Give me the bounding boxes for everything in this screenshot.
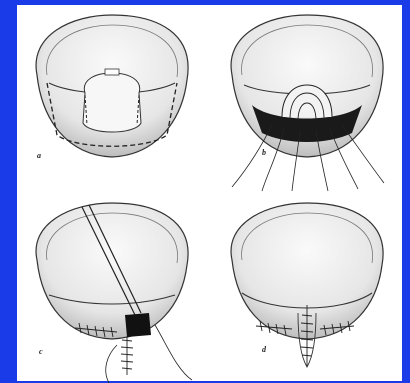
panel-a-label: a: [37, 151, 41, 160]
panel-a-illustration: a: [17, 5, 207, 193]
panel-d-illustration: d: [212, 195, 402, 383]
resected-segment: [83, 73, 141, 132]
dark-gap: [125, 313, 151, 337]
panel-d-drawing: [212, 195, 402, 383]
panel-c-drawing: [17, 195, 207, 383]
panel-b-label: b: [262, 148, 266, 157]
panel-a-drawing: [17, 5, 207, 193]
panel-b-drawing: [212, 5, 402, 193]
valve-annulus: [36, 203, 188, 339]
panel-c-illustration: c: [17, 195, 207, 383]
panel-d-label: d: [262, 345, 266, 354]
panel-c-label: c: [39, 347, 43, 356]
illustration-plate: a: [17, 5, 402, 381]
panel-b-illustration: b: [212, 5, 402, 193]
